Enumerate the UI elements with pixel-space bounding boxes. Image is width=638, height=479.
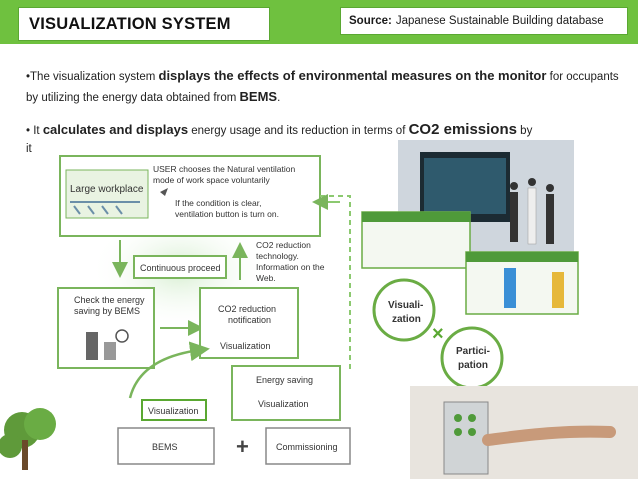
user-chooses-text-1: USER chooses the Natural ventilation	[153, 164, 295, 174]
control-panel	[443, 401, 489, 475]
p1-text-c: for occupants by utilizing the energy da…	[26, 71, 619, 104]
energy-saving-visualization: Visualization	[258, 399, 308, 409]
check-energy-text-2: saving by BEMS	[74, 306, 140, 316]
energy-bar-blue	[504, 268, 516, 308]
energy-bar-yellow	[552, 272, 564, 308]
p2-text-c: energy usage and its reduction in terms …	[188, 125, 409, 137]
page-title: VISUALIZATION SYSTEM	[29, 14, 231, 33]
commissioning-label: Commissioning	[276, 442, 338, 452]
visualization-circle	[372, 278, 436, 342]
visualization-diagram: it Large workplace USER chooses the Natu…	[0, 140, 638, 479]
source-text: Japanese Sustainable Building database	[395, 15, 604, 27]
p1-text-a: •The visualization system	[26, 71, 159, 83]
tree-icon	[0, 408, 56, 470]
monitor-screen-content	[424, 158, 506, 214]
check-energy-box	[57, 287, 155, 369]
condition-text-2: ventilation button is turn on.	[175, 209, 279, 219]
source-box: Source: Japanese Sustainable Building da…	[340, 7, 628, 35]
visualization-box-label: Visualization	[148, 406, 198, 416]
co2-tech-text-3: Information on the	[256, 262, 325, 272]
check-energy-text-1: Check the energy	[74, 295, 145, 305]
co2-notification-box	[199, 287, 299, 359]
energy-screen-header	[466, 252, 578, 262]
energy-saving-label: Energy saving	[256, 375, 313, 385]
visualization-circle-text-2: zation	[392, 314, 421, 325]
plus-sign: +	[236, 434, 249, 459]
cursor-icon	[160, 188, 168, 196]
co2-tech-text-4: Web.	[256, 273, 276, 283]
panel-button-1-icon	[454, 414, 462, 422]
workplace-illustration	[65, 169, 149, 219]
paragraph-2: • It calculates and displays energy usag…	[26, 120, 626, 141]
p2-bold-d: CO2 emissions	[408, 121, 517, 138]
participation-circle	[440, 326, 504, 390]
co2-tech-text-1: CO2 reduction	[256, 240, 311, 250]
title-box: VISUALIZATION SYSTEM	[18, 7, 270, 41]
co2-notif-text-1: CO2 reduction	[218, 304, 276, 314]
energy-saving-box	[231, 365, 341, 421]
bems-box	[117, 427, 215, 465]
p2-tail: it	[26, 143, 33, 155]
magnifier-icon	[115, 329, 129, 343]
participation-circle-text-1: Partici-	[456, 346, 490, 357]
times-sign: ×	[432, 323, 444, 345]
workplace-lines-icon	[70, 201, 140, 215]
carbon-screen-header	[362, 212, 470, 222]
paragraph-1: •The visualization system displays the e…	[26, 66, 626, 108]
large-workplace-label: Large workplace	[70, 184, 144, 195]
bar-icon-short	[104, 342, 116, 360]
hand-icon	[482, 425, 616, 446]
continuous-proceed-box	[133, 255, 227, 279]
p2-bold-b: calculates and displays	[42, 122, 189, 137]
people-icon	[510, 178, 554, 245]
co2-notif-visualization: Visualization	[220, 341, 270, 351]
commissioning-box	[265, 427, 351, 465]
condition-text-1: If the condition is clear,	[175, 198, 261, 208]
p1-text-e: .	[277, 92, 281, 104]
visualization-box	[141, 399, 207, 421]
source-label: Source:	[349, 15, 392, 27]
visualization-circle-text-1: Visuali-	[388, 300, 423, 311]
p1-bold-d: BEMS	[239, 89, 278, 104]
panel-button-2-icon	[468, 414, 476, 422]
bems-label: BEMS	[152, 442, 178, 452]
bar-icon-tall	[86, 332, 98, 360]
participation-circle-text-2: pation	[458, 360, 488, 371]
curved-arrow	[128, 341, 210, 399]
co2-tech-text-2: technology.	[256, 251, 299, 261]
co2-notif-text-2: notification	[228, 315, 271, 325]
p2-text-a: • It	[26, 125, 43, 137]
panel-button-4-icon	[468, 428, 476, 436]
dashed-connector-right	[320, 195, 351, 372]
p2-text-e: by	[516, 125, 533, 137]
user-chooses-text-2: mode of work space voluntarily	[153, 175, 270, 185]
header-bar: VISUALIZATION SYSTEM Source: Japanese Su…	[0, 0, 638, 44]
continuous-proceed-label: Continuous proceed	[140, 263, 221, 273]
panel-button-3-icon	[454, 428, 462, 436]
p1-bold-b: displays the effects of environmental me…	[158, 68, 547, 83]
